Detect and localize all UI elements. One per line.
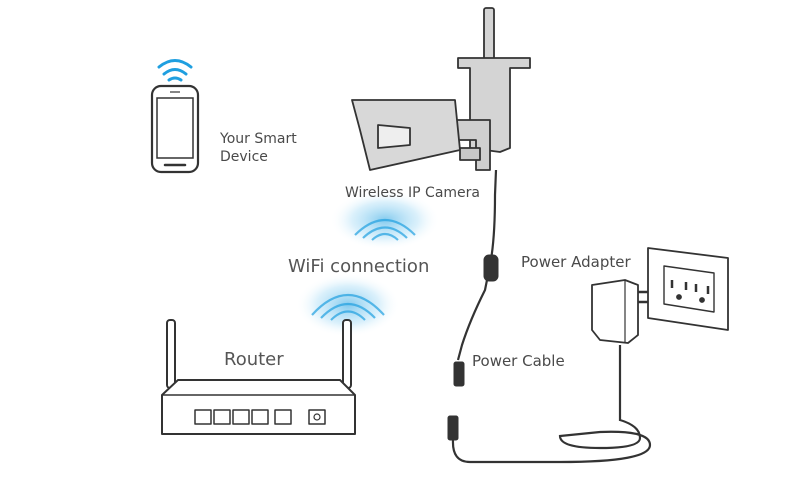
power-cable [447, 169, 652, 464]
camera-label: Wireless IP Camera [345, 185, 480, 201]
wall-outlet-icon [647, 247, 729, 331]
power-adapter-icon [591, 279, 648, 344]
power-cable-label: Power Cable [472, 352, 565, 370]
router-icon [161, 319, 356, 435]
wifi-connection-label: WiFi connection [288, 256, 430, 277]
wifi-waves-upper [330, 190, 440, 250]
power-adapter-label: Power Adapter [521, 253, 631, 271]
bullet-camera-icon [351, 7, 531, 171]
router-label: Router [224, 349, 284, 370]
smart-device-label: Your Smart Device [220, 131, 297, 165]
smartphone-icon [150, 84, 200, 174]
wifi-signal-icon [157, 59, 193, 82]
wifi-waves-lower [296, 273, 400, 337]
